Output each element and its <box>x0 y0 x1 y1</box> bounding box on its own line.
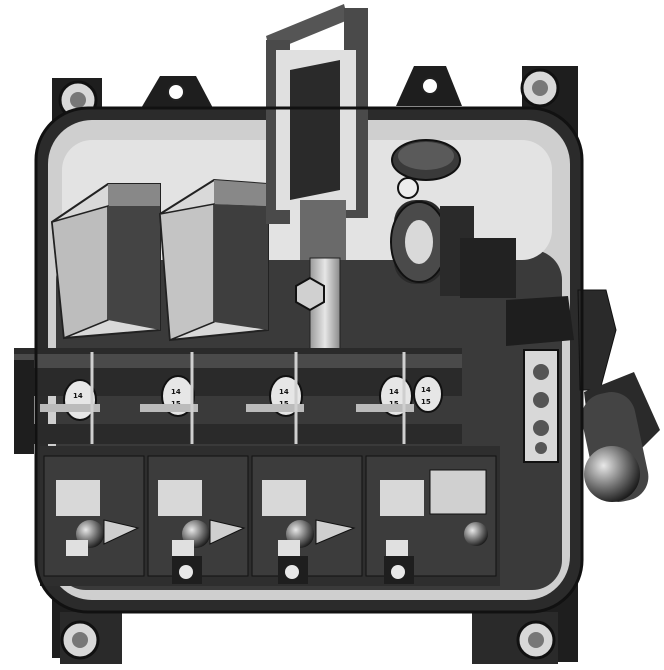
trip-unit-4 <box>365 455 497 577</box>
operating-yoke <box>266 4 368 351</box>
dial-5-label-top: 14 <box>421 386 431 394</box>
arc-chute-left <box>50 183 161 340</box>
contact-rods <box>90 352 406 444</box>
dial-5: 14 15 <box>413 375 443 413</box>
trip-coil <box>390 139 516 298</box>
calibration-dials: 14 15 14 15 14 15 14 15 14 15 <box>40 375 443 421</box>
bolt-bottom-left <box>60 620 100 660</box>
trip-units <box>40 446 500 586</box>
operating-handle <box>506 289 660 502</box>
dial-1-label-top: 14 <box>73 392 83 400</box>
dial-5-label-bottom: 15 <box>421 398 431 406</box>
dial-1: 14 15 <box>40 379 100 421</box>
mounting-feet <box>172 556 414 584</box>
bolt-bottom-right <box>516 620 556 660</box>
dial-2: 14 15 <box>140 375 198 417</box>
arc-chute-right <box>158 178 269 342</box>
dial-3: 14 15 <box>246 375 304 417</box>
dial-3-label-top: 14 <box>279 388 289 396</box>
mounting-lugs <box>140 66 462 110</box>
terminal-block <box>523 349 559 463</box>
handle-knob <box>584 446 640 502</box>
trip-unit-1 <box>43 455 145 577</box>
bolt-top-right <box>520 68 560 108</box>
dial-4-label-top: 14 <box>389 388 399 396</box>
dial-2-label-top: 14 <box>171 388 181 396</box>
